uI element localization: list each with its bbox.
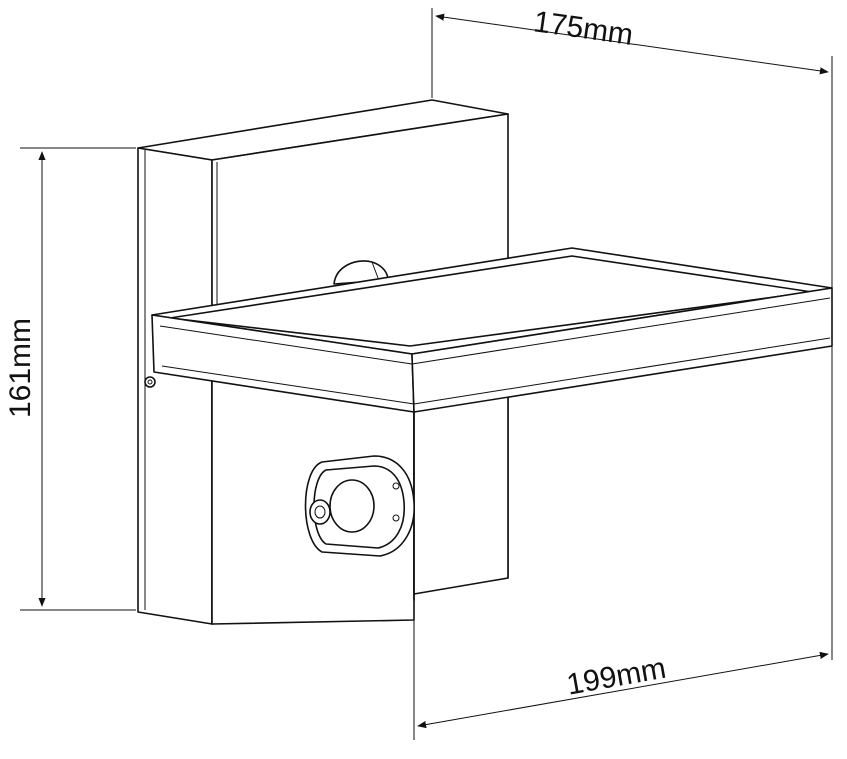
pir-sensor: [304, 455, 415, 557]
dome-sensor: [333, 260, 389, 285]
dimension-depth: 199mm: [413, 600, 829, 740]
screw: [144, 376, 156, 388]
height-label: 161mm: [4, 318, 37, 418]
depth-label: 199mm: [564, 652, 668, 702]
width-label: 175mm: [531, 5, 635, 52]
dimension-height: 161mm: [4, 147, 136, 611]
